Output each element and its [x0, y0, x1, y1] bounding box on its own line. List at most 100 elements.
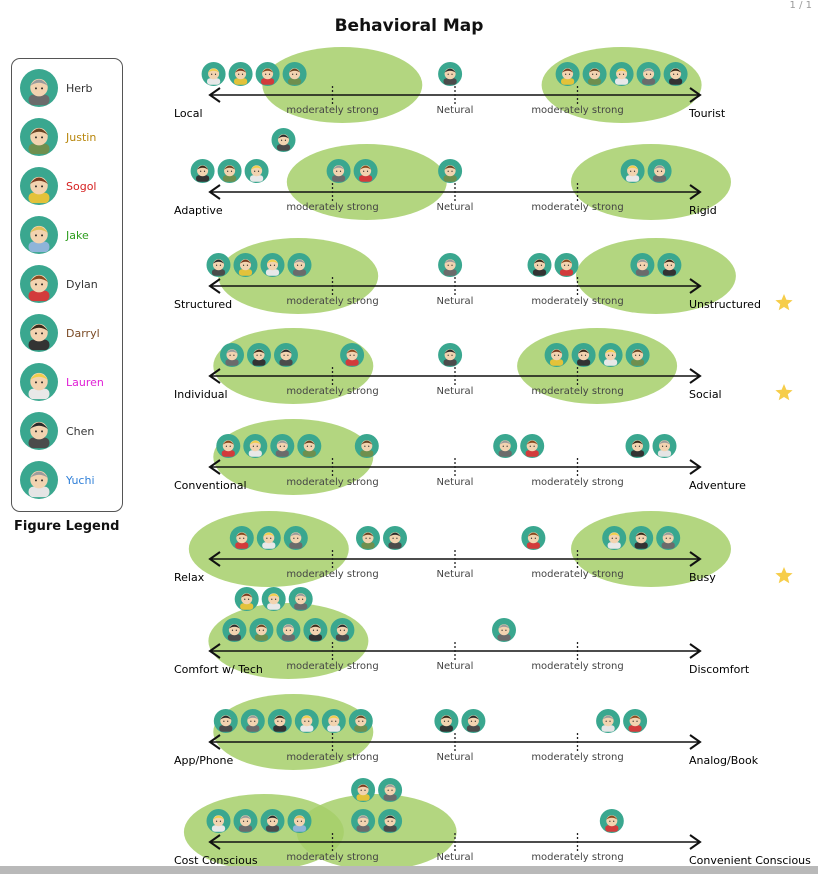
darryl-avatar — [625, 434, 650, 458]
moderately-strong-right-label: moderately strong — [531, 296, 623, 307]
dylan-avatar — [599, 809, 624, 833]
chen-avatar — [383, 526, 407, 550]
moderately-strong-left-label: moderately strong — [286, 852, 378, 863]
sogol-avatar — [228, 62, 253, 86]
right-arrowhead-icon — [689, 551, 702, 567]
right-pole-label: Busy — [689, 571, 716, 584]
legend-name-yuchi: Yuchi — [66, 473, 95, 487]
jake-avatar — [287, 809, 312, 833]
herb-avatar — [276, 618, 301, 642]
highlight-cluster — [575, 238, 736, 314]
moderately-strong-right-label: moderately strong — [531, 752, 623, 763]
left-pole-label: App/Phone — [174, 754, 234, 767]
legend-item-lauren: Lauren — [20, 362, 104, 402]
moderately-strong-right-label: moderately strong — [531, 477, 623, 488]
left-arrowhead-icon — [208, 87, 221, 103]
figure-legend-title: Figure Legend — [14, 519, 120, 534]
chen-avatar-icon — [20, 412, 58, 450]
herb-avatar — [240, 709, 265, 733]
left-pole-label: Relax — [174, 571, 205, 584]
yuchi-avatar-icon — [20, 461, 58, 499]
lauren-avatar — [260, 253, 285, 277]
sogol-avatar — [351, 778, 376, 802]
lauren-avatar — [243, 434, 268, 458]
moderately-strong-right-label: moderately strong — [531, 569, 623, 580]
darryl-avatar — [247, 343, 271, 367]
herb-avatar — [492, 618, 516, 642]
justin-avatar — [282, 62, 307, 86]
darryl-avatar — [629, 526, 654, 550]
darryl-avatar — [190, 159, 215, 183]
neutral-label: Netural — [437, 752, 474, 763]
chen-avatar — [271, 128, 296, 152]
herb-avatar — [636, 62, 661, 86]
star-icon — [775, 294, 793, 311]
dylan-avatar-icon — [20, 265, 58, 303]
legend-name-sogol: Sogol — [66, 179, 97, 193]
herb-avatar — [220, 343, 244, 367]
chen-avatar — [213, 709, 238, 733]
map-title: Behavioral Map — [334, 16, 484, 36]
justin-avatar — [625, 343, 650, 367]
left-pole-label: Adaptive — [174, 204, 223, 217]
left-arrowhead-icon — [208, 184, 221, 200]
right-pole-label: Convenient Conscious — [689, 854, 811, 867]
bottom-scrollbar[interactable] — [0, 866, 818, 874]
left-pole-label: Individual — [174, 388, 228, 401]
dylan-avatar — [353, 159, 378, 183]
right-arrowhead-icon — [689, 184, 702, 200]
moderately-strong-left-label: moderately strong — [286, 569, 378, 580]
moderately-strong-right-label: moderately strong — [531, 661, 623, 672]
legend-name-chen: Chen — [66, 424, 95, 438]
highlight-cluster — [571, 144, 731, 220]
herb-avatar — [438, 253, 463, 277]
moderately-strong-left-label: moderately strong — [286, 202, 378, 213]
herb-avatar — [656, 526, 681, 550]
dylan-avatar — [521, 526, 546, 550]
legend-item-jake: Jake — [20, 215, 89, 255]
right-arrowhead-icon — [689, 834, 702, 850]
moderately-strong-left-label: moderately strong — [286, 386, 378, 397]
right-arrowhead-icon — [689, 368, 702, 384]
lauren-avatar — [620, 159, 645, 183]
legend-name-herb: Herb — [66, 81, 93, 95]
herb-avatar — [647, 159, 672, 183]
lauren-avatar — [294, 709, 319, 733]
dylan-avatar — [20, 265, 58, 303]
legend-name-lauren: Lauren — [66, 375, 104, 389]
darryl-avatar — [571, 343, 596, 367]
moderately-strong-right-label: moderately strong — [531, 852, 623, 863]
legend-name-justin: Justin — [66, 130, 97, 144]
lauren-avatar — [598, 343, 623, 367]
right-arrowhead-icon — [689, 734, 702, 750]
dylan-avatar — [216, 434, 241, 458]
lauren-avatar — [206, 809, 231, 833]
herb-avatar — [351, 809, 376, 833]
dylan-avatar — [340, 343, 365, 367]
legend-item-darryl: Darryl — [20, 313, 100, 353]
neutral-label: Netural — [437, 477, 474, 488]
left-pole-label: Conventional — [174, 479, 247, 492]
chen-avatar — [20, 412, 58, 450]
lauren-avatar — [201, 62, 226, 86]
legend-item-dylan: Dylan — [20, 264, 98, 304]
lauren-avatar-icon — [20, 363, 58, 401]
darryl-avatar — [303, 618, 328, 642]
neutral-label: Netural — [437, 202, 474, 213]
legend-name-jake: Jake — [66, 228, 89, 242]
herb-avatar — [270, 434, 295, 458]
moderately-strong-right-label: moderately strong — [531, 202, 623, 213]
chen-avatar — [438, 343, 463, 367]
jake-avatar-icon — [20, 216, 58, 254]
darryl-avatar — [434, 709, 459, 733]
sogol-avatar-icon — [20, 167, 58, 205]
left-pole-label: Structured — [174, 298, 232, 311]
neutral-label: Netural — [437, 852, 474, 863]
lauren-avatar — [602, 526, 627, 550]
sogol-avatar — [544, 343, 569, 367]
darryl-avatar-icon — [20, 314, 58, 352]
dylan-avatar — [623, 709, 648, 733]
